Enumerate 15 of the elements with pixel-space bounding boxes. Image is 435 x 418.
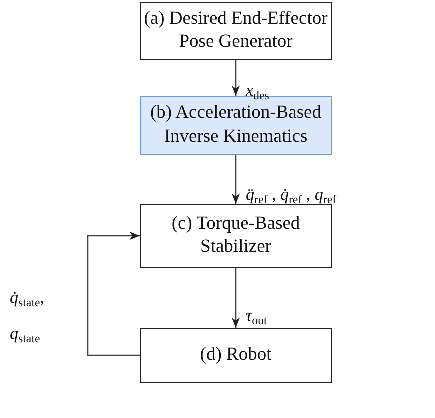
box-label: (b) Acceleration-Based Inverse Kinematics [149, 102, 323, 148]
box-label: (a) Desired End-Effector Pose Generator [143, 8, 329, 54]
process-box [140, 204, 332, 268]
process-box [140, 328, 332, 383]
edge-label: q̇$_{state}$, q$_{state}$ [10, 287, 46, 348]
arrow [232, 60, 240, 96]
process-box [140, 2, 332, 60]
edge-label: τ$_{out}$ [246, 306, 268, 328]
edge-label: x$_{des}$ [246, 81, 270, 103]
box-label: (c) Torque-Based Stabilizer [170, 212, 302, 259]
arrow [87, 232, 140, 356]
edge-label: q̈$_{ref}$ , q̇$_{ref}$ , q$_{ref}$ [246, 185, 337, 207]
arrow [232, 268, 240, 328]
arrow [232, 155, 240, 204]
box-label: (d) Robot [200, 344, 272, 367]
